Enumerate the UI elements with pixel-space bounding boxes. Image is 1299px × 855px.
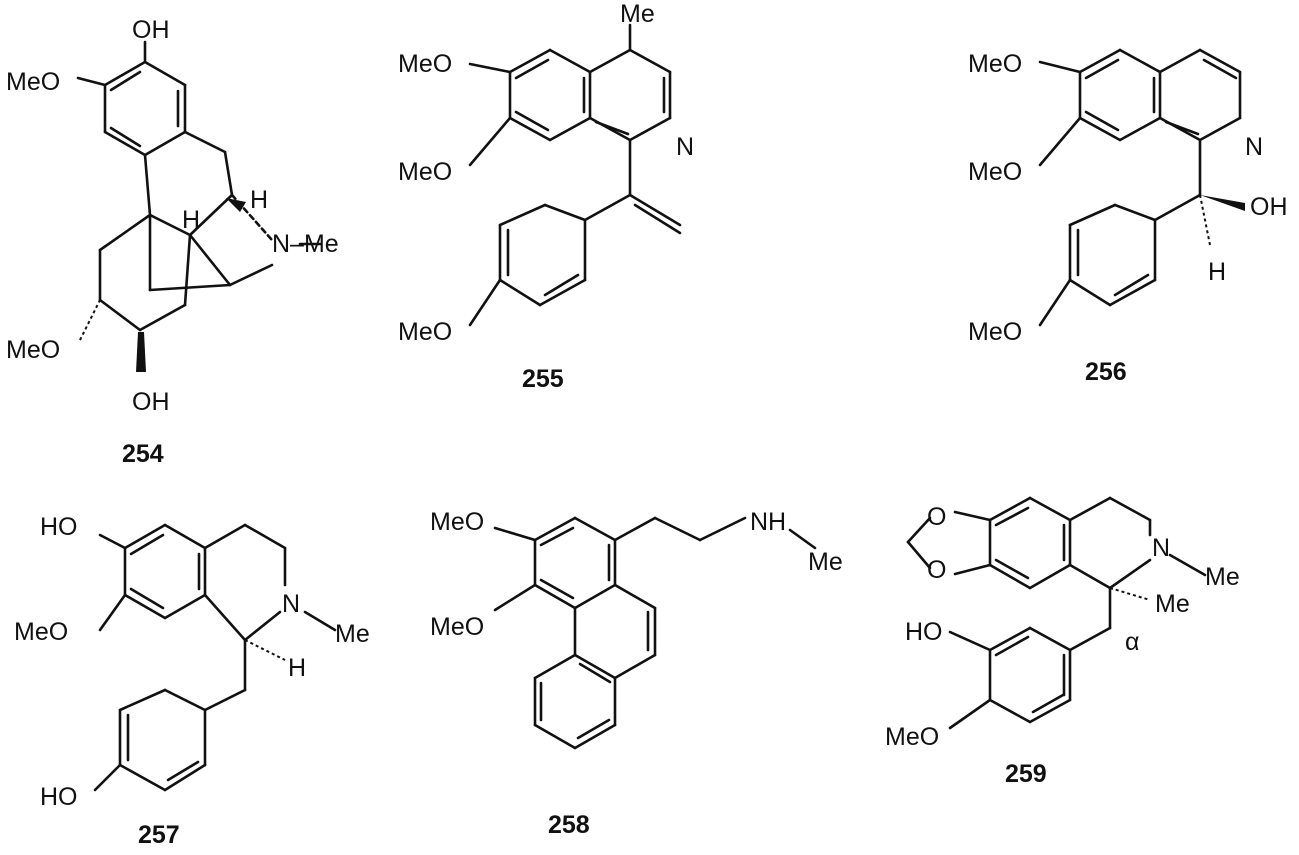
atom-label-me: Me [620,0,655,28]
atom-label-meo: MeO [14,618,68,646]
atom-label-n: N [676,133,694,161]
atom-label-o: O [927,556,946,584]
atom-label-ho: HO [40,513,78,541]
compound-number: 256 [1085,358,1127,386]
atom-label-me: Me [808,548,843,576]
atom-label-oh: OH [132,16,170,44]
atom-label-meo: MeO [968,50,1022,78]
atom-label-meo: MeO [968,158,1022,186]
atom-label-ho: HO [905,618,943,646]
atom-label-me: Me [1155,590,1190,618]
atom-label-o: O [927,503,946,531]
atom-label-me: Me [1205,563,1240,591]
atom-label-meo: MeO [968,318,1022,346]
atom-label-meo: MeO [398,158,452,186]
atom-label-meo: MeO [430,508,484,536]
atom-label-me: Me [335,620,370,648]
wedge-bond-icon [1200,195,1245,211]
compound-258: MeO NH Me MeO 258 [430,508,843,839]
compound-number: 257 [138,821,180,849]
compound-number: 259 [1005,760,1047,788]
compound-number: 254 [122,440,164,468]
atom-label-n: N [1152,534,1170,562]
atom-label-h: H [182,206,200,234]
wedge-bond-icon [136,332,146,372]
atom-label-meo: MeO [430,613,484,641]
atom-label-alpha: α [1125,628,1139,656]
atom-label-h: H [250,186,268,214]
atom-label-n: N [282,590,300,618]
atom-label-oh: OH [132,388,170,416]
atom-label-nh: NH [750,508,786,536]
structure-257-bonds [93,523,337,792]
structure-258-bonds [493,516,817,750]
compound-256: MeO N MeO OH H MeO 256 [968,48,1288,386]
compound-259: O O N Me Me HO α MeO 259 [885,496,1240,788]
structure-254-bonds [76,40,322,341]
atom-label-meo: MeO [398,50,452,78]
atom-label-meo: MeO [398,318,452,346]
atom-label-h: H [288,654,306,682]
structure-259-bonds [906,496,1207,730]
compound-number: 258 [548,811,590,839]
atom-label-h: H [1208,258,1226,286]
atom-label-meo: MeO [6,336,60,364]
atom-label-meo: MeO [6,68,60,96]
compound-255: Me MeO N MeO MeO 255 [398,0,694,393]
atom-label-meo: MeO [885,723,939,751]
atom-label-oh: OH [1250,193,1288,221]
atom-label-n-me: N–Me [272,230,339,258]
compound-257: HO N Me MeO H HO 257 [14,513,370,849]
atom-label-ho: HO [40,783,78,811]
structure-255-bonds [468,23,682,327]
structure-256-bonds [1038,48,1242,327]
atom-label-n: N [1245,133,1263,161]
compound-number: 255 [522,365,564,393]
compound-254: OH MeO H H N–Me MeO OH 254 [6,16,339,468]
wedge-bond-icon [226,198,246,212]
